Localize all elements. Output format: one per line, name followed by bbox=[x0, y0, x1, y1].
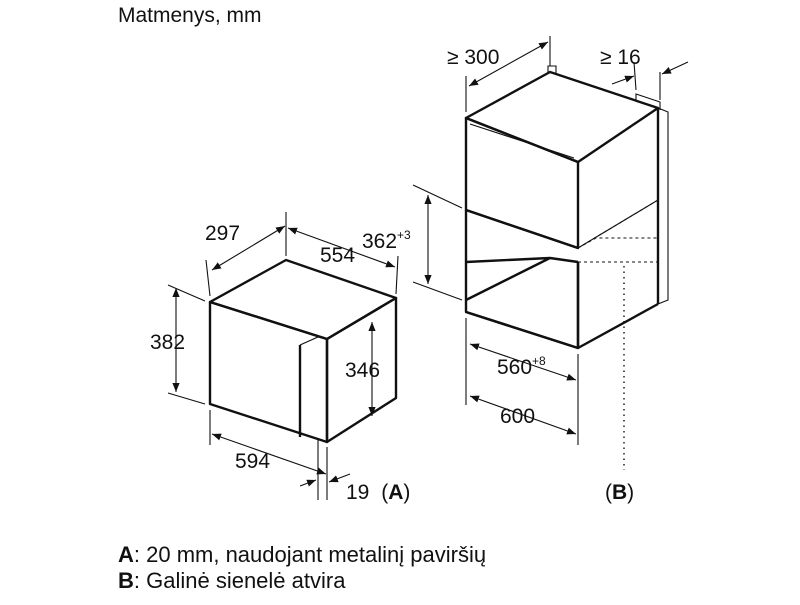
panel-value: 19 bbox=[346, 481, 369, 504]
niche-top-front-edge bbox=[465, 208, 579, 250]
panel-ref-open: ( bbox=[381, 481, 388, 504]
dim-line-opening-width bbox=[469, 343, 577, 381]
microwave-panel-edge bbox=[299, 336, 328, 346]
panel-ref-close: ) bbox=[403, 481, 410, 504]
niche-rear-top bbox=[465, 256, 579, 264]
label-niche-depth: ≥ 300 bbox=[447, 46, 499, 69]
dim-line-cabinet-width bbox=[469, 395, 577, 435]
niche-hidden-edge bbox=[578, 261, 659, 304]
diagram-title: Matmenys, mm bbox=[118, 4, 262, 27]
legend-text-b: : Galinė sienelė atvira bbox=[134, 568, 346, 593]
ext-line bbox=[395, 255, 399, 295]
label-niche-gap: ≥ 16 bbox=[600, 46, 641, 69]
dim-arrow-gap-right bbox=[661, 61, 689, 75]
dim-arrow-gap-left bbox=[611, 75, 635, 85]
upper-box-top bbox=[464, 70, 660, 164]
ext-line bbox=[633, 61, 637, 91]
dim-line-depth bbox=[211, 225, 286, 271]
microwave-front-face bbox=[208, 300, 329, 444]
label-opening-width-tol: +8 bbox=[532, 354, 546, 368]
back-ref-close: ) bbox=[627, 481, 634, 504]
niche-dimensions: ≥ 300 ≥ 16 362+3 560+8 600 (B) bbox=[362, 36, 689, 504]
label-microwave-height: 382 bbox=[150, 331, 185, 354]
upper-box-rear-lip-right bbox=[635, 93, 661, 110]
label-cabinet-width: 600 bbox=[500, 405, 535, 428]
ext-line bbox=[412, 281, 463, 301]
label-microwave-inner-height: 346 bbox=[345, 359, 380, 382]
legend-text-a: : 20 mm, naudojant metalinį paviršių bbox=[134, 542, 486, 567]
legend-item-a: A: 20 mm, naudojant metalinį paviršių bbox=[118, 542, 486, 567]
dim-arrow-panel-right bbox=[328, 473, 351, 483]
label-microwave-depth: 297 bbox=[205, 222, 240, 245]
legend: A: 20 mm, naudojant metalinį paviršių B:… bbox=[118, 542, 486, 593]
legend-item-b: B: Galinė sienelė atvira bbox=[118, 568, 346, 593]
dim-line-niche-depth bbox=[468, 41, 549, 87]
label-opening-height-tol: +3 bbox=[397, 228, 411, 242]
label-panel-thickness: 19 (A) bbox=[346, 481, 410, 504]
label-back-ref: (B) bbox=[605, 481, 634, 504]
back-ref-open: ( bbox=[605, 481, 612, 504]
dim-arrow-panel-left bbox=[299, 479, 317, 487]
label-opening-width-group: 560+8 bbox=[497, 354, 546, 379]
ext-line bbox=[205, 259, 211, 297]
microwave-dimensions: 297 554 382 346 594 19 (A) bbox=[150, 212, 410, 504]
microwave-drawing bbox=[208, 258, 398, 444]
niche-drawing bbox=[464, 65, 669, 470]
niche-floor bbox=[465, 302, 659, 350]
ext-line bbox=[412, 184, 463, 209]
niche-front bbox=[464, 210, 580, 350]
label-opening-width: 560 bbox=[497, 356, 532, 379]
cabinet-right-panel bbox=[657, 107, 669, 305]
label-microwave-width-front: 594 bbox=[235, 450, 270, 473]
legend-key-b: B bbox=[118, 568, 134, 593]
label-microwave-width-top: 554 bbox=[320, 244, 355, 267]
niche-hidden-edge-2 bbox=[549, 257, 579, 263]
back-ref-letter: B bbox=[612, 481, 627, 504]
label-opening-height: 362 bbox=[362, 230, 397, 253]
ext-line bbox=[167, 284, 206, 302]
niche-floor-back bbox=[465, 256, 551, 302]
upper-box-rear-lip bbox=[547, 65, 557, 74]
upper-box-side bbox=[577, 162, 659, 249]
legend-key-a: A bbox=[118, 542, 134, 567]
ext-line bbox=[167, 392, 206, 405]
dim-line-width-top bbox=[287, 227, 396, 268]
microwave-top-face bbox=[208, 258, 398, 341]
dim-line-width-front bbox=[211, 433, 327, 475]
panel-ref-letter: A bbox=[388, 481, 403, 504]
label-opening-height-group: 362+3 bbox=[362, 228, 411, 253]
niche-hidden-edge-4 bbox=[577, 237, 658, 249]
upper-box-inner-edge bbox=[469, 123, 575, 159]
